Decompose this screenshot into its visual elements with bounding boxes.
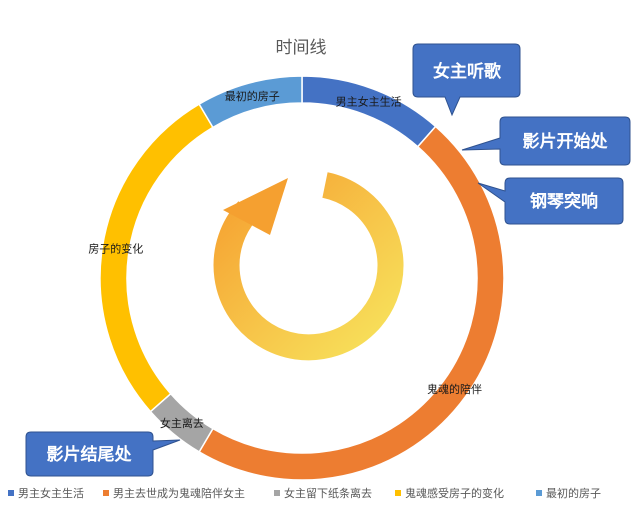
doughnut-slices [99,75,505,481]
callout-4-shape [25,431,181,477]
circular-arrow-body [213,172,404,361]
slice-label-4: 最初的房子 [225,89,280,103]
legend-label-1: 男主去世成为鬼魂陪伴女主 [113,486,245,500]
legend-label-2: 女主留下纸条离去 [284,486,372,500]
slice-4 [198,75,303,129]
slice-label-3: 房子的变化 [88,242,143,256]
legend-label-3: 鬼魂感受房子的变化 [405,486,504,500]
slice-3 [99,103,214,413]
legend-swatch-1 [103,490,109,496]
legend-swatch-2 [274,490,280,496]
callout-4-text: 影片结尾处 [47,444,133,465]
slice-label-1: 鬼魂的陪伴 [427,382,482,396]
circular-arrow-icon [213,172,404,361]
callout-3: 钢琴突响 [477,177,624,225]
callout-2-shape [461,116,631,166]
legend-swatch-0 [8,490,14,496]
slice-label-0: 男主女主生活 [336,95,402,109]
chart-legend: 男主女主生活 男主去世成为鬼魂陪伴女主 女主留下纸条离去 鬼魂感受房子的变化 最初的房子 [8,486,601,500]
callout-1-shape [412,43,521,117]
callout-2-text: 影片开始处 [523,131,609,152]
circular-arrow-head [223,178,288,235]
callout-3-shape [477,177,624,225]
chart-title: 时间线 [276,38,327,58]
legend-label-0: 男主女主生活 [18,486,84,500]
callout-1-text: 女主听歌 [433,61,502,82]
legend-swatch-3 [395,490,401,496]
legend-label-4: 最初的房子 [546,486,601,500]
callout-1: 女主听歌 [412,43,521,117]
callout-2: 影片开始处 [461,116,631,166]
slice-label-2: 女主离去 [160,416,204,430]
legend-swatch-4 [536,490,542,496]
callout-3-text: 钢琴突响 [530,191,598,212]
callout-4: 影片结尾处 [25,431,181,477]
